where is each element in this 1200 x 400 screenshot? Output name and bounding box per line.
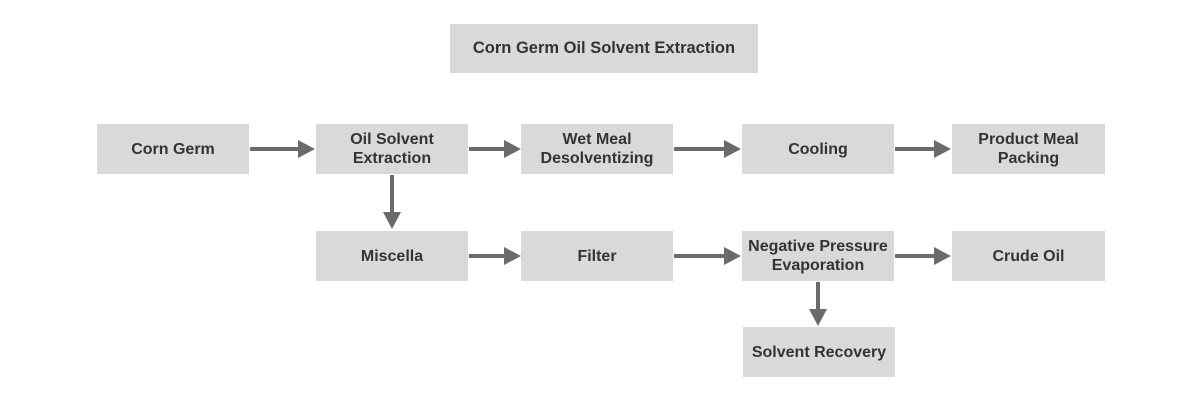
node-crude-oil: Crude Oil xyxy=(952,231,1105,281)
arrow-wet-meal-to-cooling xyxy=(674,140,741,158)
node-miscella: Miscella xyxy=(316,231,468,281)
arrow-extraction-to-miscella xyxy=(383,175,401,229)
node-cooling: Cooling xyxy=(742,124,894,174)
node-solvent-recovery: Solvent Recovery xyxy=(743,327,895,377)
arrow-evaporation-to-crude-oil xyxy=(895,247,951,265)
node-negative-pressure-evaporation: Negative Pressure Evaporation xyxy=(742,231,894,281)
arrow-filter-to-evaporation xyxy=(674,247,741,265)
arrow-extraction-to-wet-meal xyxy=(469,140,521,158)
node-oil-solvent-extraction: Oil Solvent Extraction xyxy=(316,124,468,174)
arrow-miscella-to-filter xyxy=(469,247,521,265)
diagram-title: Corn Germ Oil Solvent Extraction xyxy=(450,24,758,73)
arrow-evaporation-to-solvent-recovery xyxy=(809,282,827,326)
node-product-meal-packing: Product Meal Packing xyxy=(952,124,1105,174)
node-wet-meal-desolventizing: Wet Meal Desolventizing xyxy=(521,124,673,174)
arrow-corn-germ-to-extraction xyxy=(250,140,315,158)
node-filter: Filter xyxy=(521,231,673,281)
node-corn-germ: Corn Germ xyxy=(97,124,249,174)
arrow-cooling-to-packing xyxy=(895,140,951,158)
